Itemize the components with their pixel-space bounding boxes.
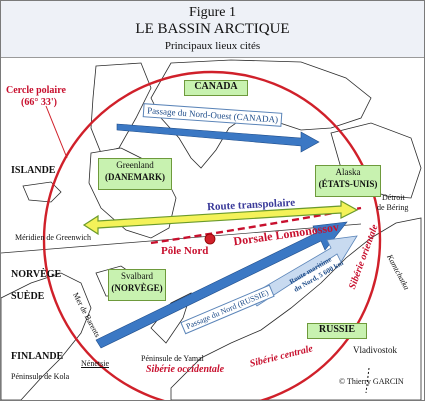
figure-number: Figure 1 bbox=[188, 5, 237, 20]
bering-strait-label-1: Détroit bbox=[382, 193, 405, 202]
usa-label: (ÉTATS-UNIS) bbox=[318, 179, 378, 189]
kola-label: Péninsule de Kola bbox=[11, 372, 70, 381]
iceland-label: ISLANDE bbox=[11, 165, 56, 176]
svalbard-box: Svalbard (NORVÈGE) bbox=[108, 269, 166, 301]
alaska-label: Alaska bbox=[335, 167, 361, 177]
scandinavia-land bbox=[1, 272, 92, 400]
norway-label: NORVÈGE bbox=[11, 269, 62, 280]
northern-passage-arrow bbox=[95, 221, 348, 349]
copyright-label: © Thierry GARCIN bbox=[339, 377, 404, 386]
vladivostok-arrow bbox=[365, 367, 370, 394]
iceland-land bbox=[22, 181, 62, 203]
greenwich-meridian-label: Méridien de Greenwich bbox=[15, 233, 91, 242]
figure-title: LE BASSIN ARCTIQUE bbox=[135, 21, 290, 37]
alaska-box: Alaska (ÉTATS-UNIS) bbox=[315, 165, 381, 197]
greenland-label: Greenland bbox=[116, 160, 154, 170]
finland-label: FINLANDE bbox=[11, 351, 64, 362]
northwest-passage-arrow bbox=[116, 123, 320, 153]
russia-box: RUSSIE bbox=[307, 323, 367, 339]
western-siberia-label: Sibérie occidentale bbox=[146, 364, 225, 375]
svalbard-label: Svalbard bbox=[121, 271, 153, 281]
yamal-label: Péninsule de Yamal bbox=[141, 354, 204, 363]
figure-header: Figure 1 LE BASSIN ARCTIQUE Principaux l… bbox=[1, 1, 424, 58]
north-pole-marker bbox=[204, 233, 216, 245]
figure-subtitle: Principaux lieux cités bbox=[164, 40, 261, 52]
arctic-circle-degree: (66° 33') bbox=[21, 97, 57, 108]
greenland-box: Greenland (DANEMARK) bbox=[98, 158, 172, 190]
arctic-circle bbox=[42, 70, 382, 400]
baffin-island bbox=[90, 62, 152, 154]
arctic-circle-pointer bbox=[45, 105, 68, 159]
bering-strait-label-2: de Béring bbox=[377, 203, 409, 212]
greenwich-meridian bbox=[1, 223, 362, 254]
lomonosov-ridge bbox=[150, 206, 362, 245]
transpolar-route-arrow bbox=[82, 199, 359, 236]
svalbard-country-label: (NORVÈGE) bbox=[111, 283, 163, 293]
sweden-label: SUÈDE bbox=[11, 291, 45, 302]
nenets-label: Nénetsie bbox=[81, 359, 109, 368]
canada-box: CANADA bbox=[184, 80, 248, 96]
vladivostok-label: Vladivostok bbox=[353, 345, 397, 355]
north-pole-label: Pôle Nord bbox=[161, 245, 209, 257]
arctic-circle-label: Cercle polaire bbox=[6, 85, 66, 96]
siberia-land bbox=[170, 217, 422, 400]
denmark-label: (DANEMARK) bbox=[105, 172, 165, 182]
